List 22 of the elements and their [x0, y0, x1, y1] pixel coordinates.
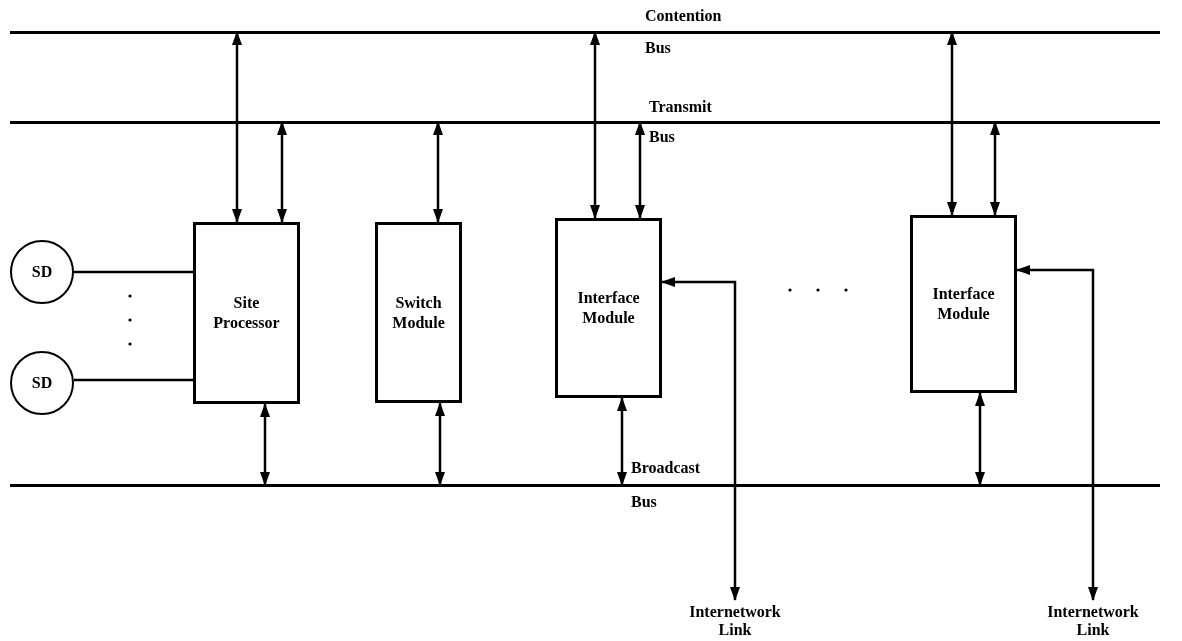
module-box: Interface Module [910, 215, 1017, 393]
module-box: Interface Module [555, 218, 662, 398]
connector-arrow [590, 31, 600, 219]
connector-arrow [260, 403, 270, 486]
connector-arrow [975, 392, 985, 486]
bus-label: Broadcast Bus [631, 458, 701, 512]
connector-arrow [1016, 265, 1098, 601]
connector-arrow [435, 402, 445, 486]
link-label: Internetwork Link [689, 603, 781, 639]
connector-arrow [617, 397, 627, 486]
module-box: Site Processor [193, 222, 300, 404]
module-box: Switch Module [375, 222, 462, 403]
connector-arrow [232, 31, 242, 223]
connector-arrow [990, 121, 1000, 216]
bus-label: Transmit Bus [649, 97, 712, 147]
connector-arrow [277, 121, 287, 223]
connector-arrow [661, 277, 740, 601]
connector-arrow [433, 121, 443, 223]
connector-arrow [635, 121, 645, 219]
link-label: Internetwork Link [1047, 603, 1139, 639]
bus-label: Contention Bus [645, 6, 722, 58]
connector-arrow [947, 31, 957, 216]
